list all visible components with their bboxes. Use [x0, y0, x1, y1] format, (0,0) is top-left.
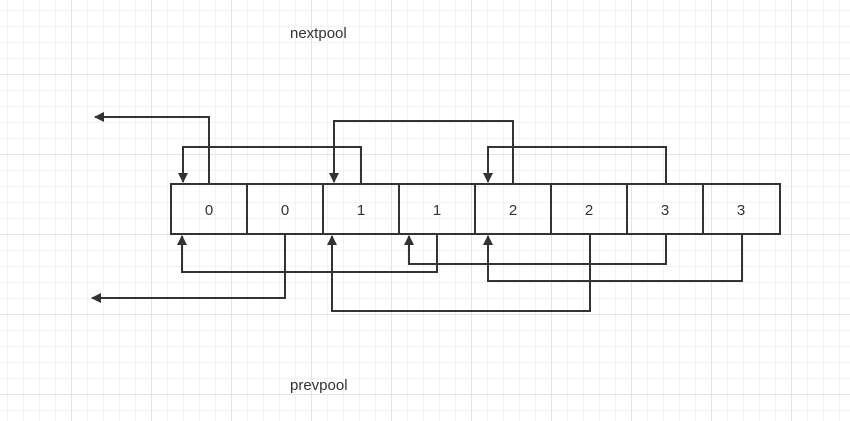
nextpool-link-cell6-to-cell4 — [483, 146, 667, 184]
prevpool-label: prevpool — [290, 377, 348, 394]
pool-cell-4-text: 2 — [509, 202, 517, 219]
pool-cell-1-text: 0 — [281, 202, 289, 219]
pool-cell-5-text: 2 — [585, 202, 593, 219]
nextpool-link-cell0-out — [94, 112, 210, 184]
nextpool-link-cell2-to-cell0 — [178, 146, 362, 184]
nextpool-label: nextpool — [290, 25, 347, 42]
prevpool-link-cell1-out — [91, 234, 286, 303]
pool-cell-3-text: 1 — [433, 202, 441, 219]
prevpool-link-cell7-to-cell4 — [483, 234, 743, 282]
pool-cell-7-text: 3 — [737, 202, 745, 219]
pool-cell-2-text: 1 — [357, 202, 365, 219]
prevpool-link-cell6-to-cell3 — [404, 234, 667, 265]
prevpool-link-cell5-to-cell2 — [327, 234, 591, 312]
pool-cells: 0 0 1 1 2 2 3 3 — [170, 183, 781, 235]
pool-cell-0-text: 0 — [205, 202, 213, 219]
pool-cell-6-text: 3 — [661, 202, 669, 219]
nextpool-links — [94, 112, 667, 184]
prevpool-link-cell3-to-cell0 — [177, 234, 438, 273]
prevpool-links — [91, 234, 743, 312]
nextpool-link-cell4-to-cell2 — [329, 120, 514, 184]
